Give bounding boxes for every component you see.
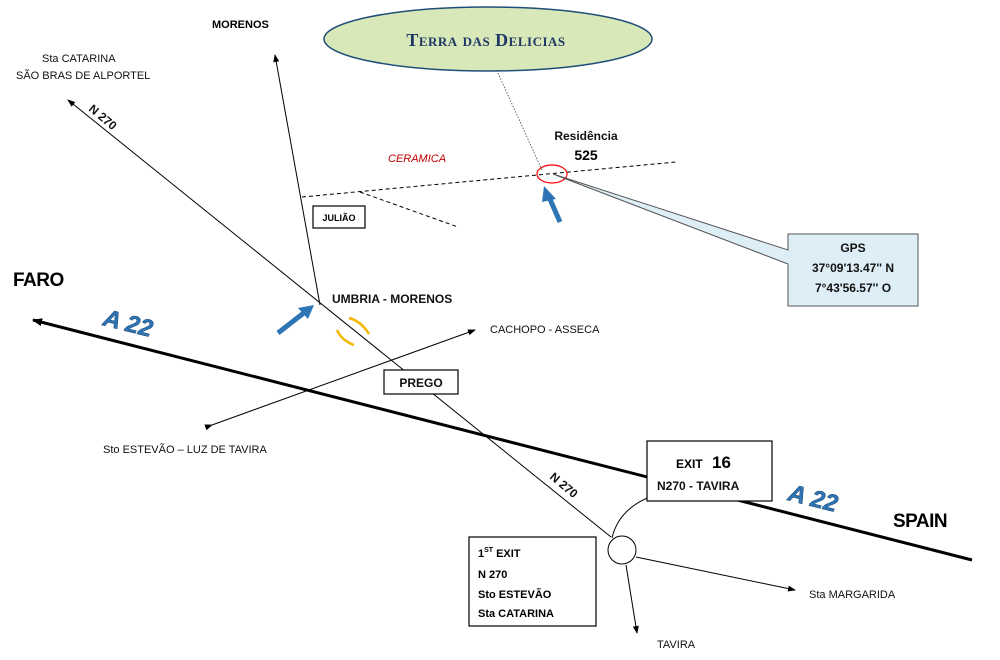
prego-label: PREGO (399, 376, 442, 390)
tavira-road-line (625, 564, 639, 634)
dotted-pointer-line (491, 59, 543, 171)
label-n270-lower: N 270 (547, 470, 581, 502)
residencia-label: Residência (554, 129, 618, 143)
roundabout (607, 535, 637, 565)
roads (32, 54, 973, 634)
label-faro: FARO (13, 270, 64, 291)
label-a22-left: A 22 (100, 304, 156, 343)
label-spain: SPAIN (893, 511, 947, 532)
destination-title: Terra das Delicias (406, 30, 565, 50)
blue-arrow-residence (542, 186, 563, 224)
first-exit-line-3: Sta CATARINA (478, 608, 554, 620)
juliao-label: JULIÃO (322, 213, 355, 223)
a22-motorway-line (32, 318, 973, 562)
destination-ellipse (323, 6, 653, 72)
first-exit-line-2: Sto ESTEVÃO (478, 588, 552, 601)
gps-latitude: 37°09'13.47'' N (812, 261, 894, 275)
label-a22-right: A 22 (785, 479, 841, 518)
label-morenos: MORENOS (212, 19, 269, 31)
cachopo-road-line (204, 329, 476, 431)
arrow-to-residence (546, 195, 563, 224)
first-exit-num: 1 (478, 548, 484, 560)
label-sao-bras: SÃO BRAS DE ALPORTEL (16, 69, 150, 82)
label-ceramica: CERAMICA (388, 153, 446, 165)
n270-road-line (67, 99, 612, 538)
residence-marker (536, 164, 568, 184)
dashed-track-main (301, 161, 677, 198)
arrow-to-residence-head (542, 186, 556, 202)
label-umbria-morenos: UMBRIA - MORENOS (332, 292, 452, 306)
bend-mark-upper (348, 316, 371, 335)
gps-label: GPS (840, 241, 865, 255)
label-sta-margarida: Sta MARGARIDA (809, 589, 896, 601)
label-cachopo-asseca: CACHOPO - ASSECA (490, 324, 600, 336)
blue-arrow-umbria (276, 305, 314, 335)
gps-callout-shape (552, 173, 919, 307)
arrow-to-umbria-head (298, 305, 314, 319)
arrow-to-umbria (276, 310, 307, 335)
exit16-road: N270 - TAVIRA (657, 479, 740, 493)
label-sto-estevao-luz: Sto ESTEVÃO – LUZ DE TAVIRA (103, 443, 267, 456)
first-exit-sup: ST (484, 547, 494, 554)
bend-mark-lower (335, 329, 355, 347)
first-exit-word: EXIT (496, 548, 521, 560)
residencia-number: 525 (574, 147, 598, 163)
exit16-box (646, 440, 773, 502)
first-exit-box (468, 536, 597, 627)
label-tavira: TAVIRA (657, 639, 696, 651)
exit16-number: 16 (712, 453, 731, 472)
dashed-tracks (301, 59, 677, 228)
morenos-road-line (273, 54, 321, 306)
label-sta-catarina: Sta CATARINA (42, 53, 116, 65)
dashed-track-branch (359, 191, 459, 228)
prego-box (383, 369, 459, 395)
sta-margarida-road-line (635, 556, 796, 592)
exit16-label: EXIT (676, 457, 703, 471)
gps-longitude: 7°43'56.57'' O (815, 281, 891, 295)
juliao-box (312, 205, 366, 229)
gps-callout: GPS 37°09'13.47'' N 7°43'56.57'' O (552, 173, 919, 307)
first-exit-line-1: N 270 (478, 569, 507, 581)
